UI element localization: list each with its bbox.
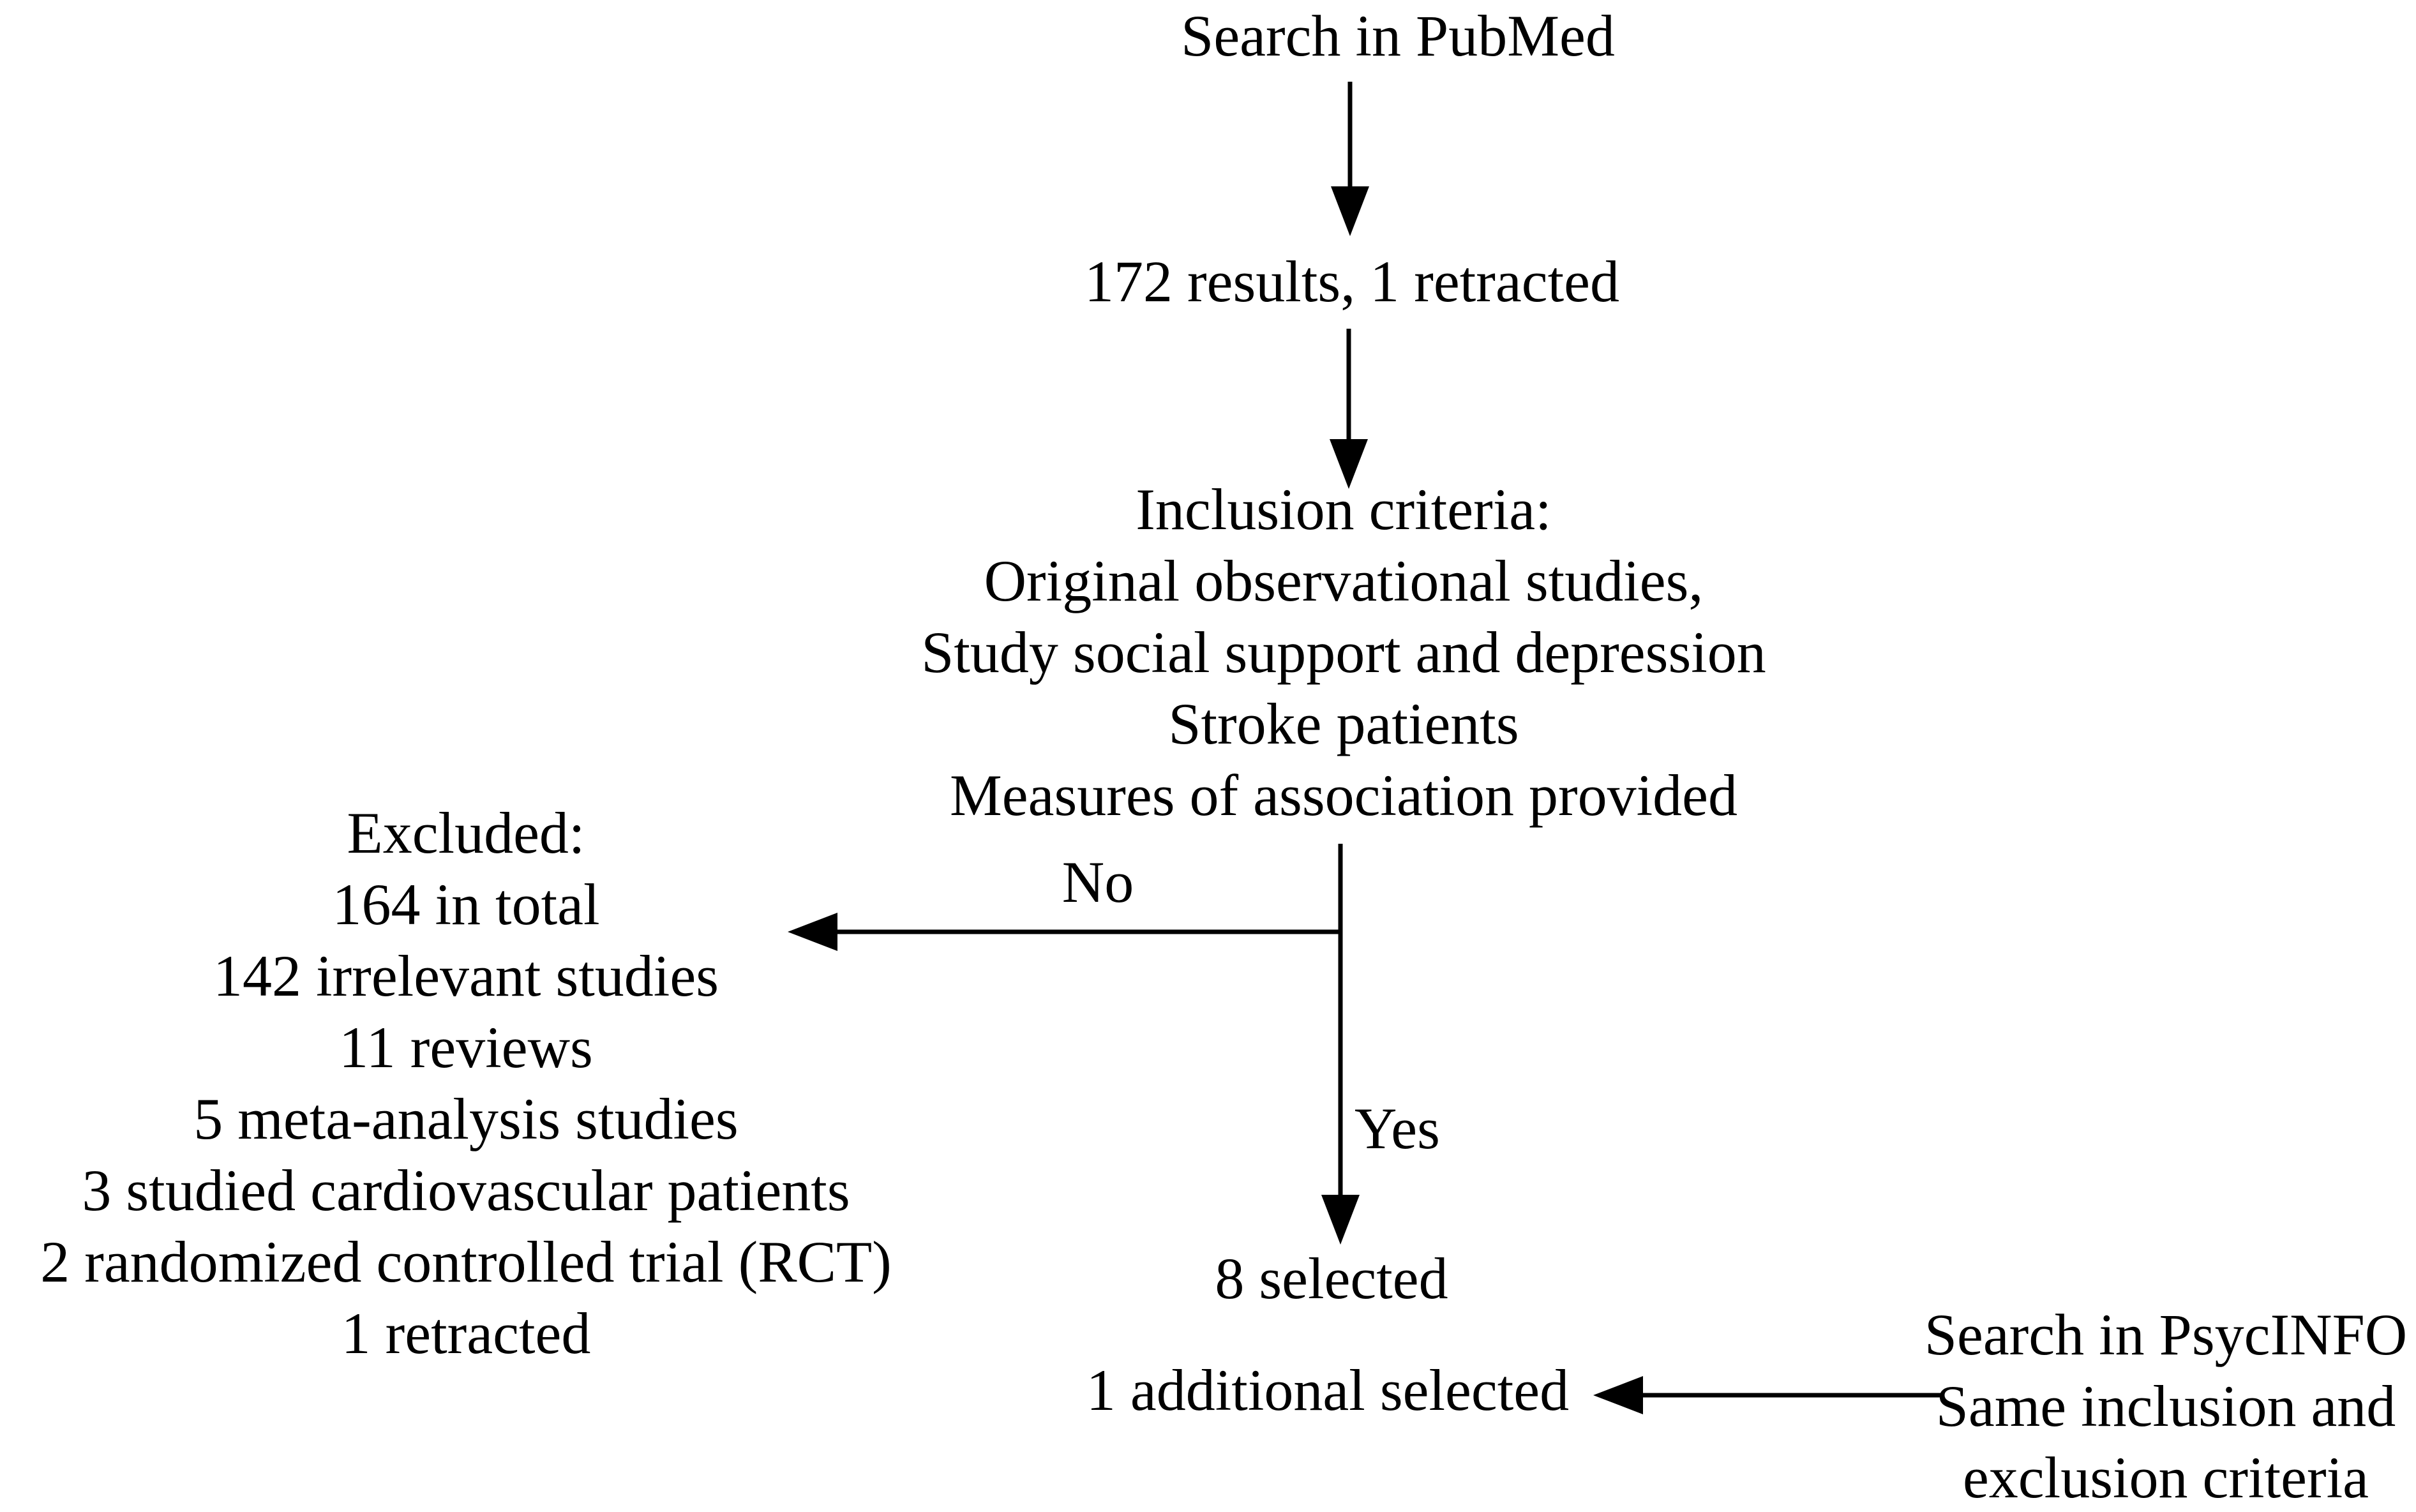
arrow-inclusion-to-selected bbox=[1321, 844, 1360, 1245]
inclusion-criteria-title: Inclusion criteria: bbox=[1136, 477, 1552, 542]
excluded-line: 164 in total bbox=[332, 872, 600, 937]
excluded-title: Excluded: bbox=[347, 800, 585, 865]
psycinfo-line: Same inclusion and bbox=[1935, 1374, 2396, 1439]
arrow-no-branch-to-excluded bbox=[788, 913, 1340, 951]
psycinfo-line: Search in PsycINFO bbox=[1924, 1302, 2408, 1367]
excluded-line: 1 retracted bbox=[341, 1301, 591, 1366]
inclusion-criteria-line: Original observational studies, bbox=[984, 548, 1704, 613]
branch-yes-label: Yes bbox=[1354, 1096, 1440, 1161]
inclusion-criteria-line: Study social support and depression bbox=[921, 620, 1766, 685]
excluded-line: 2 randomized controlled trial (RCT) bbox=[40, 1229, 892, 1294]
arrow-pubmed-to-results bbox=[1331, 82, 1369, 236]
branch-no-label: No bbox=[1062, 850, 1134, 915]
excluded-line: 142 irrelevant studies bbox=[213, 943, 719, 1008]
node-results-count: 172 results, 1 retracted bbox=[1084, 249, 1619, 314]
excluded-line: 11 reviews bbox=[339, 1015, 593, 1080]
node-search-pubmed: Search in PubMed bbox=[1181, 3, 1615, 68]
arrow-psycinfo-to-additional bbox=[1593, 1376, 1944, 1414]
node-selected-count: 8 selected bbox=[1215, 1246, 1448, 1311]
node-additional-selected: 1 additional selected bbox=[1086, 1358, 1570, 1423]
excluded-line: 3 studied cardiovascular patients bbox=[82, 1158, 850, 1223]
psycinfo-line: exclusion criteria bbox=[1962, 1445, 2369, 1510]
arrow-results-to-inclusion bbox=[1330, 329, 1368, 489]
excluded-line: 5 meta-analysis studies bbox=[193, 1086, 739, 1151]
inclusion-criteria-line: Measures of association provided bbox=[949, 763, 1738, 828]
inclusion-criteria-line: Stroke patients bbox=[1168, 691, 1519, 756]
